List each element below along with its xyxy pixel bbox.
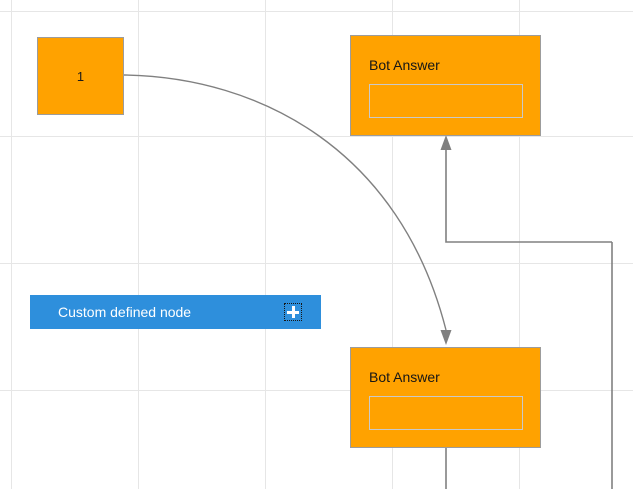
custom-defined-node-label: Custom defined node (58, 304, 192, 320)
add-node-button[interactable] (284, 303, 302, 321)
node-bot-answer-top-title: Bot Answer (369, 57, 440, 73)
plus-icon (287, 306, 299, 318)
node-bot-answer-bottom-title: Bot Answer (369, 369, 440, 385)
connector-start-to-bot-answer-bottom[interactable] (123, 74, 452, 345)
node-bot-answer-bottom-slot[interactable] (369, 396, 523, 430)
node-bot-answer-top[interactable]: Bot Answer (350, 35, 541, 136)
node-bot-answer-top-slot[interactable] (369, 84, 523, 118)
connector-return-to-bot-answer-top[interactable] (440, 135, 613, 243)
node-start-label: 1 (76, 68, 85, 84)
arrowhead-up-icon (440, 135, 452, 150)
node-bot-answer-bottom[interactable]: Bot Answer (350, 347, 541, 448)
arrowhead-down-icon (440, 330, 452, 345)
custom-defined-node-bar[interactable]: Custom defined node (30, 295, 321, 329)
node-start[interactable]: 1 (37, 37, 124, 115)
